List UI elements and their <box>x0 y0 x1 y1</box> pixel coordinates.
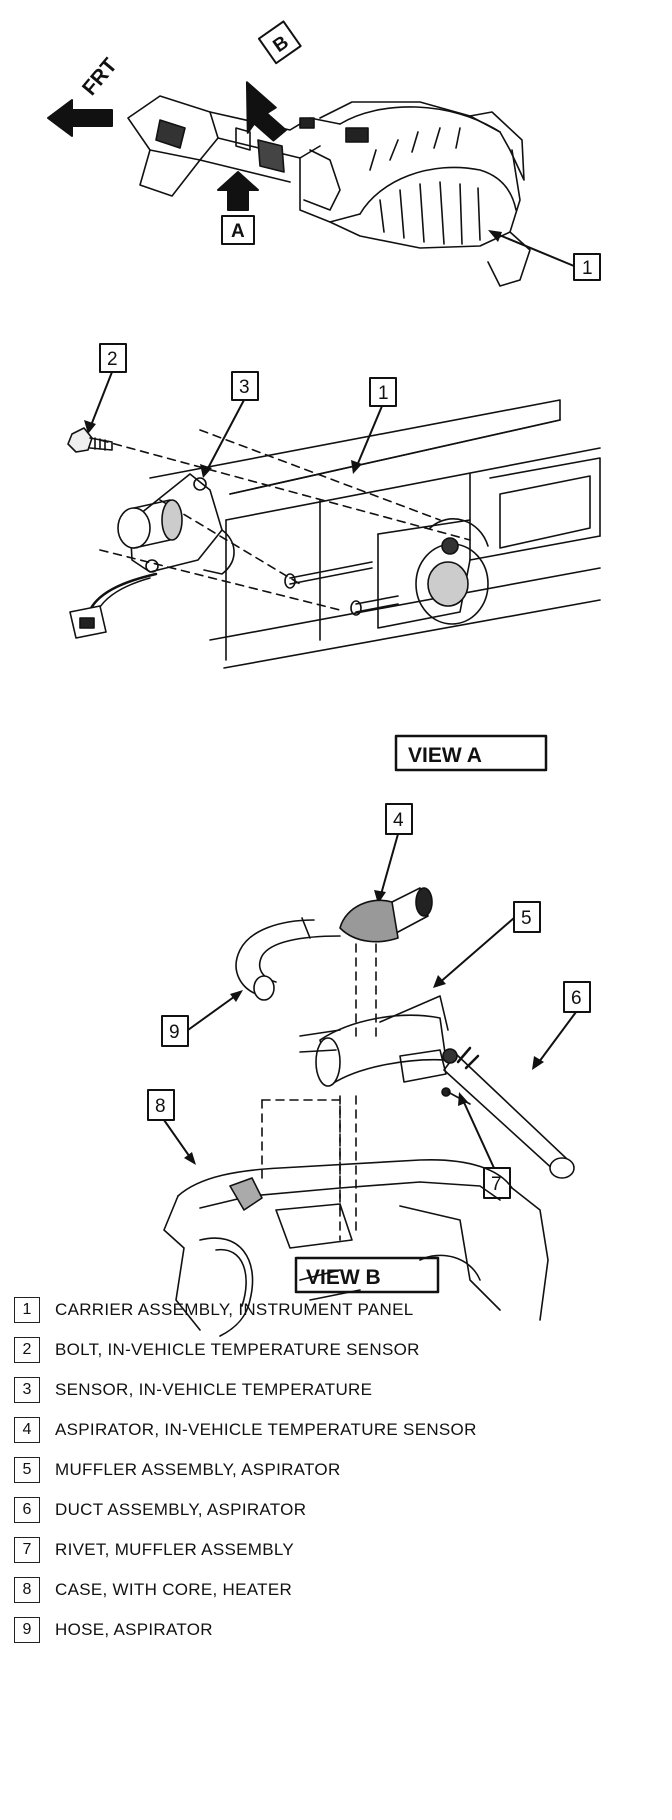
callout-4-label: 4 <box>393 810 404 831</box>
legend-item: 7 RIVET, MUFFLER ASSEMBLY <box>14 1530 664 1570</box>
callout-6-label: 6 <box>571 988 582 1009</box>
view-b-title: VIEW B <box>306 1266 381 1289</box>
legend-number: 3 <box>14 1377 40 1403</box>
legend-text: CASE, WITH CORE, HEATER <box>55 1580 293 1599</box>
legend-item: 6 DUCT ASSEMBLY, ASPIRATOR <box>14 1490 664 1530</box>
legend-number: 5 <box>14 1457 40 1483</box>
callout-5-label: 5 <box>521 908 532 929</box>
view-a-arrow-icon <box>217 171 259 211</box>
temperature-sensor-drawing <box>69 473 235 639</box>
legend-text: HOSE, ASPIRATOR <box>55 1620 213 1639</box>
legend-text: RIVET, MUFFLER ASSEMBLY <box>55 1540 294 1559</box>
callout-2-label: 2 <box>107 349 118 370</box>
leader-line-1 <box>491 231 575 267</box>
carrier-assembly-drawing <box>127 95 531 287</box>
frt-label: FRT <box>78 54 122 100</box>
legend-text: BOLT, IN-VEHICLE TEMPERATURE SENSOR <box>55 1340 420 1359</box>
callout-3-label: 3 <box>239 377 250 398</box>
legend-item: 8 CASE, WITH CORE, HEATER <box>14 1570 664 1610</box>
view-a-box <box>221 215 255 245</box>
callout-8-label: 8 <box>155 1096 166 1117</box>
legend-text: DUCT ASSEMBLY, ASPIRATOR <box>55 1500 307 1519</box>
callout-1-box <box>573 253 601 281</box>
legend-number: 2 <box>14 1337 40 1363</box>
legend-item: 1 CARRIER ASSEMBLY, INSTRUMENT PANEL <box>14 1290 664 1330</box>
view-a-title: VIEW A <box>408 744 482 767</box>
view-a-section: 2 3 1 <box>67 343 601 772</box>
parts-legend: 1 CARRIER ASSEMBLY, INSTRUMENT PANEL 2 B… <box>14 1290 664 1650</box>
legend-number: 8 <box>14 1577 40 1603</box>
legend-item: 2 BOLT, IN-VEHICLE TEMPERATURE SENSOR <box>14 1330 664 1370</box>
overview-section: FRT B A <box>47 20 601 287</box>
legend-text: MUFFLER ASSEMBLY, ASPIRATOR <box>55 1460 341 1479</box>
callout-9-label: 9 <box>169 1022 180 1043</box>
legend-text: CARRIER ASSEMBLY, INSTRUMENT PANEL <box>55 1300 414 1319</box>
front-arrow-icon <box>47 99 113 137</box>
bolt-icon <box>67 427 113 453</box>
view-b-box <box>257 20 302 65</box>
legend-number: 4 <box>14 1417 40 1443</box>
callout-1a-label: 1 <box>378 383 389 404</box>
legend-text: ASPIRATOR, IN-VEHICLE TEMPERATURE SENSOR <box>55 1420 477 1439</box>
legend-text: SENSOR, IN-VEHICLE TEMPERATURE <box>55 1380 373 1399</box>
legend-item: 5 MUFFLER ASSEMBLY, ASPIRATOR <box>14 1450 664 1490</box>
aspirator-assembly-drawing <box>163 887 575 1337</box>
legend-item: 3 SENSOR, IN-VEHICLE TEMPERATURE <box>14 1370 664 1410</box>
carrier-beam-drawing <box>99 399 601 669</box>
callout-7-label: 7 <box>491 1174 502 1195</box>
callout-8-box <box>147 1089 175 1121</box>
arrow-a-label: A <box>231 221 245 242</box>
legend-number: 6 <box>14 1497 40 1523</box>
legend-number: 1 <box>14 1297 40 1323</box>
view-b-arrow-icon <box>245 81 287 142</box>
legend-number: 7 <box>14 1537 40 1563</box>
legend-number: 9 <box>14 1617 40 1643</box>
legend-item: 9 HOSE, ASPIRATOR <box>14 1610 664 1650</box>
legend-item: 4 ASPIRATOR, IN-VEHICLE TEMPERATURE SENS… <box>14 1410 664 1450</box>
view-a-title-box <box>394 734 548 772</box>
view-b-section: 4 5 6 9 8 7 <box>147 803 591 1337</box>
callout-1-label: 1 <box>582 258 593 279</box>
view-b-title-box <box>294 1256 440 1294</box>
